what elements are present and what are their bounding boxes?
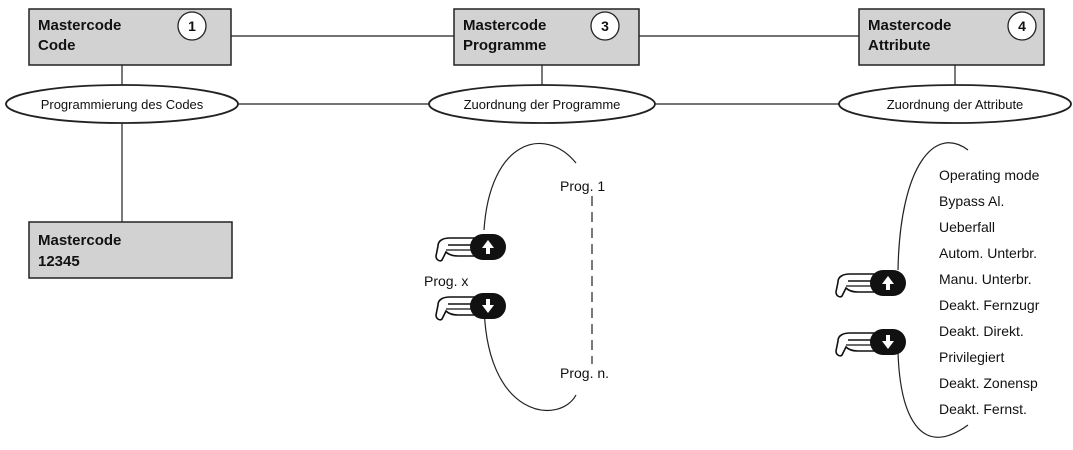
hand-down-arrow-icon[interactable] xyxy=(435,292,507,321)
box-programme-line1: Mastercode xyxy=(463,17,546,34)
prog-last-label: Prog. n. xyxy=(560,365,609,381)
step-number-badge xyxy=(590,11,620,41)
box-attribute-line1: Mastercode xyxy=(868,17,951,34)
programme-scroll-arc xyxy=(483,142,577,412)
mastercode-programme-box: Mastercode Programme 3 xyxy=(453,8,640,66)
mastercode-attribute-box: Mastercode Attribute 4 xyxy=(858,8,1045,66)
mastercode-display-box: Mastercode 12345 xyxy=(28,221,233,279)
step-number-badge xyxy=(1007,11,1037,41)
step-number-4: 4 xyxy=(1018,18,1026,34)
prog-first-label: Prog. 1 xyxy=(560,178,605,194)
attribute-item: Deakt. Zonensp xyxy=(939,375,1038,391)
display-line1: Mastercode xyxy=(38,232,121,249)
attribute-scroll-arc xyxy=(897,142,969,438)
oval-attribute-label: Zuordnung der Attribute xyxy=(887,97,1024,112)
box-attribute-line2: Attribute xyxy=(868,37,931,54)
hand-up-arrow-icon[interactable] xyxy=(835,269,907,298)
step-number-badge xyxy=(177,11,207,41)
step-number-1: 1 xyxy=(188,18,196,34)
oval-programme-label: Zuordnung der Programme xyxy=(464,97,621,112)
prog-current-label: Prog. x xyxy=(424,273,468,289)
step-number-3: 3 xyxy=(601,18,609,34)
hand-up-arrow-icon[interactable] xyxy=(435,233,507,262)
oval-zuordnung-der-programme: Zuordnung der Programme xyxy=(428,84,656,124)
oval-code-label: Programmierung des Codes xyxy=(41,97,204,112)
display-line2: 12345 xyxy=(38,253,80,270)
attribute-item: Deakt. Direkt. xyxy=(939,323,1024,339)
attribute-item: Ueberfall xyxy=(939,219,995,235)
box-programme-line2: Programme xyxy=(463,37,546,54)
connector-lines xyxy=(121,35,956,364)
attribute-item: Operating mode xyxy=(939,167,1040,183)
hand-down-arrow-icon[interactable] xyxy=(835,328,907,357)
oval-zuordnung-der-attribute: Zuordnung der Attribute xyxy=(838,84,1072,124)
attribute-item: Deakt. Fernst. xyxy=(939,401,1027,417)
oval-programmierung-des-codes: Programmierung des Codes xyxy=(5,84,239,124)
attribute-item: Deakt. Fernzugr xyxy=(939,297,1040,313)
attribute-list: Operating mode Bypass Al. Ueberfall Auto… xyxy=(939,167,1040,417)
attribute-item: Bypass Al. xyxy=(939,193,1004,209)
attribute-item: Manu. Unterbr. xyxy=(939,271,1032,287)
box-code-line2: Code xyxy=(38,37,76,54)
attribute-item: Autom. Unterbr. xyxy=(939,245,1037,261)
attribute-item: Privilegiert xyxy=(939,349,1004,365)
mastercode-code-box: Mastercode Code 1 xyxy=(28,8,232,66)
box-code-line1: Mastercode xyxy=(38,17,121,34)
